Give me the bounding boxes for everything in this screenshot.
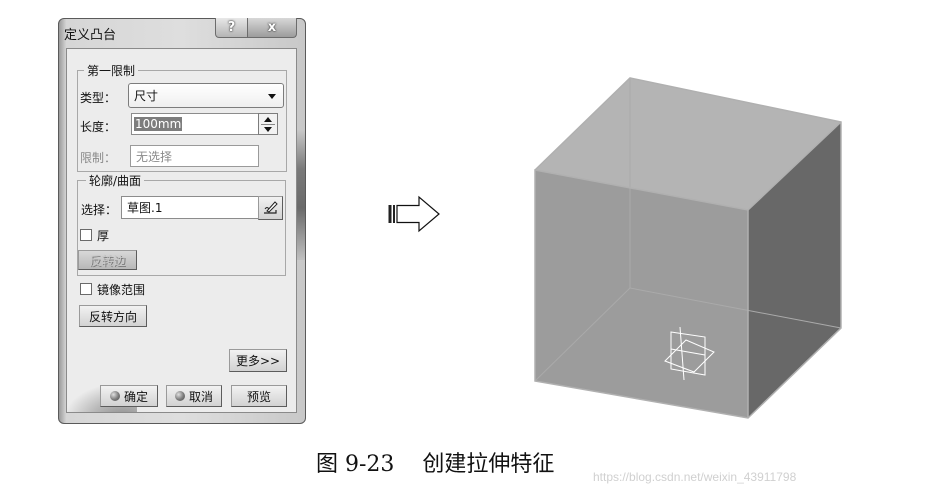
selection-value: 草图.1 xyxy=(127,201,163,215)
cube-right-face xyxy=(748,122,841,418)
cube-front-face xyxy=(535,170,748,418)
watermark: https://blog.csdn.net/weixin_43911798 xyxy=(593,470,797,484)
cube-top-face xyxy=(535,78,841,210)
reverse-side-label: 反转边 xyxy=(89,253,126,268)
help-icon: ? xyxy=(227,20,236,35)
cancel-label: 取消 xyxy=(188,389,213,404)
profile-legend: 轮廓/曲面 xyxy=(86,172,145,189)
dialog-title: 定义凸台 xyxy=(64,28,117,43)
first-limit-group xyxy=(77,70,287,172)
sketch-pencil-icon xyxy=(263,201,278,214)
close-button[interactable]: x xyxy=(247,18,297,38)
limit-field: 无选择 xyxy=(130,145,259,167)
type-label: 类型： xyxy=(80,91,117,105)
chevron-down-icon xyxy=(268,94,276,99)
figure-caption: 图 9-23 创建拉伸特征 xyxy=(316,452,555,477)
mirrored-extent-checkbox[interactable] xyxy=(80,283,92,295)
thick-label: 厚 xyxy=(97,229,110,243)
ok-dot-icon xyxy=(109,391,120,401)
reverse-direction-label: 反转方向 xyxy=(88,309,137,324)
cube-edges xyxy=(534,77,842,419)
mirrored-extent-label: 镜像范围 xyxy=(97,283,146,297)
length-spinner[interactable] xyxy=(258,113,278,135)
length-value: 100mm xyxy=(134,117,183,131)
thick-checkbox[interactable] xyxy=(80,229,92,241)
dialog-frame-shade xyxy=(297,130,305,260)
ok-button[interactable]: 确定 xyxy=(100,385,158,407)
preview-label: 预览 xyxy=(246,389,271,404)
reverse-direction-button[interactable]: 反转方向 xyxy=(79,305,147,327)
more-label: 更多>> xyxy=(235,354,281,368)
length-input[interactable]: 100mm xyxy=(131,113,259,135)
ok-label: 确定 xyxy=(123,389,148,404)
preview-button[interactable]: 预览 xyxy=(231,385,287,407)
cancel-dot-icon xyxy=(174,391,185,401)
length-label: 长度： xyxy=(80,120,117,134)
reverse-side-button[interactable]: 反转边 xyxy=(78,250,137,270)
spin-up-icon[interactable] xyxy=(264,117,272,122)
type-dropdown[interactable]: 尺寸 xyxy=(128,83,284,108)
selection-label: 选择： xyxy=(81,203,118,217)
limit-value: 无选择 xyxy=(136,149,173,164)
more-button[interactable]: 更多>> xyxy=(229,349,287,372)
profile-group xyxy=(77,180,286,276)
spin-down-icon[interactable] xyxy=(264,127,272,132)
right-arrow-icon xyxy=(388,195,440,233)
cube-hidden-edges xyxy=(534,78,842,382)
first-limit-legend: 第一限制 xyxy=(84,62,139,79)
cancel-button[interactable]: 取消 xyxy=(166,385,222,407)
close-icon: x xyxy=(267,20,277,35)
spinner-divider xyxy=(261,124,275,125)
limit-label: 限制： xyxy=(80,151,117,165)
type-value: 尺寸 xyxy=(134,89,159,103)
axis-system-icon xyxy=(664,326,715,381)
sketch-button[interactable] xyxy=(258,196,283,220)
